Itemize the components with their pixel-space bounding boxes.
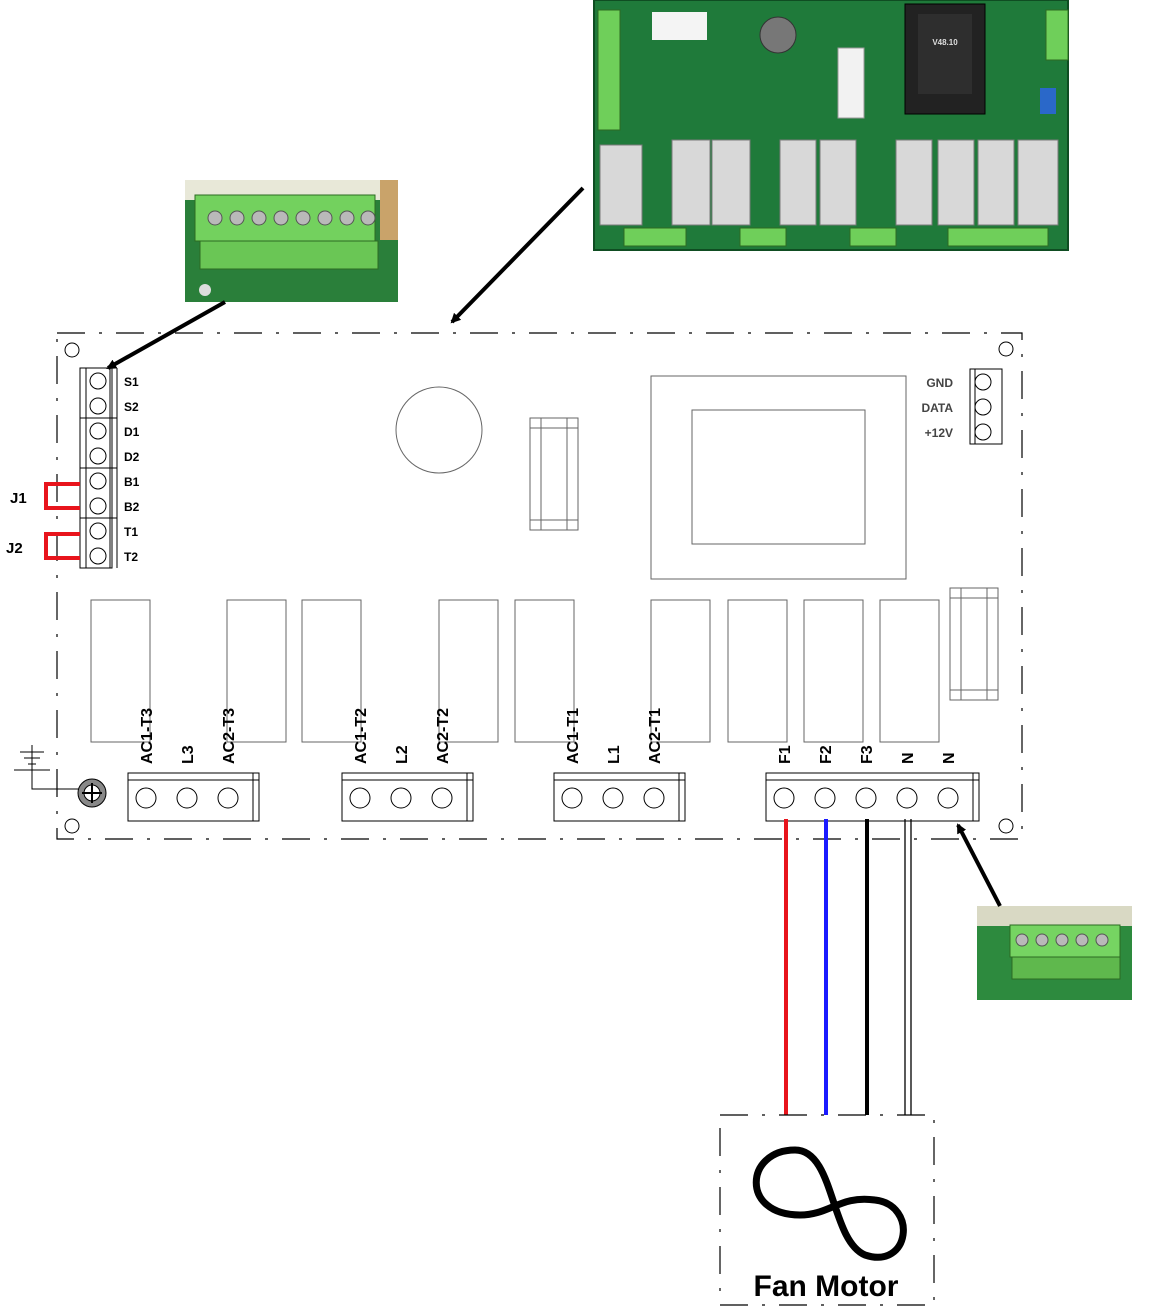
board-components [90, 375, 999, 743]
fan-motor-label: Fan Motor [754, 1270, 899, 1303]
terminal-screw [814, 787, 836, 809]
terminal-screw-t1 [89, 522, 107, 540]
terminal-screw-s1 [89, 372, 107, 390]
capacitor-outline [395, 386, 483, 474]
terminal-screw-b1 [89, 472, 107, 490]
terminal-label: L3 [180, 745, 197, 764]
terminal-label: F1 [777, 745, 794, 764]
terminal-screw [135, 787, 157, 809]
terminal-label: N [941, 752, 958, 764]
terminal-screw-d1 [89, 422, 107, 440]
arrow-to-left-terminal [106, 300, 226, 370]
jumper-label-j2: J2 [6, 540, 23, 557]
board-outline [56, 332, 1023, 840]
terminal-label: L1 [606, 745, 623, 764]
terminal-screw [602, 787, 624, 809]
terminal-label-d2: D2 [124, 450, 140, 464]
terminal-label-b2: B2 [124, 500, 140, 514]
terminal-screw [937, 787, 959, 809]
jumper-j2 [44, 532, 80, 560]
left-connector-photo [185, 180, 398, 302]
terminal-screw-s2 [89, 397, 107, 415]
terminal-label-s2: S2 [124, 400, 139, 414]
fuse-holder [529, 417, 579, 531]
data-terminal-label: GND [926, 376, 953, 390]
terminal-screw [390, 787, 412, 809]
data-terminal-screw [974, 373, 992, 391]
terminal-label: AC1-T3 [139, 708, 156, 764]
ground-screw-icon [77, 778, 107, 808]
terminal-screw [855, 787, 877, 809]
terminal-screw [773, 787, 795, 809]
terminal-label: AC2-T1 [647, 708, 664, 764]
motor-wires [784, 819, 912, 1115]
relay-outlines [90, 599, 940, 743]
jumper-label-j1: J1 [10, 490, 27, 507]
data-terminal-label: +12V [925, 426, 953, 440]
terminal-screw [643, 787, 665, 809]
terminal-screw [176, 787, 198, 809]
fan-motor: Fan Motor [719, 1114, 935, 1306]
terminal-label-t1: T1 [124, 525, 138, 539]
terminal-screw [431, 787, 453, 809]
terminal-label: AC1-T1 [565, 708, 582, 764]
terminal-label: AC2-T3 [221, 708, 238, 764]
data-terminal-block: GND DATA +12V [921, 368, 1003, 445]
terminal-screw [349, 787, 371, 809]
arrow-to-motor-terminal [956, 823, 1002, 907]
terminal-screw [561, 787, 583, 809]
jumpers: J1 J2 [6, 482, 80, 560]
terminal-screw-b2 [89, 497, 107, 515]
fan-motor-icon [752, 1146, 907, 1261]
data-terminal-screw [974, 423, 992, 441]
pcb-overview-photo: V48.10 [593, 0, 1069, 251]
terminal-screw [217, 787, 239, 809]
jumper-j1 [44, 482, 80, 510]
terminal-label-t2: T2 [124, 550, 138, 564]
terminal-label: AC2-T2 [435, 708, 452, 764]
motor-connector-photo [977, 906, 1132, 1000]
terminal-label: F3 [859, 745, 876, 764]
ground-symbol [14, 745, 80, 790]
data-terminal-screw [974, 398, 992, 416]
terminal-label: N [900, 752, 917, 764]
terminal-label-d1: D1 [124, 425, 140, 439]
terminal-label-b1: B1 [124, 475, 140, 489]
terminal-screw-d2 [89, 447, 107, 465]
terminal-screw-t2 [89, 547, 107, 565]
terminal-label: L2 [394, 745, 411, 764]
terminal-label: AC1-T2 [353, 708, 370, 764]
svg-text:V48.10: V48.10 [932, 38, 958, 47]
terminal-label-s1: S1 [124, 375, 139, 389]
terminal-label: F2 [818, 745, 835, 764]
fuse-holder [949, 587, 999, 701]
data-terminal-label: DATA [921, 401, 953, 415]
arrow-to-board [450, 186, 585, 324]
transformer-outline [650, 375, 907, 580]
terminal-screw [896, 787, 918, 809]
terminal-group-4: F1 F2 F3 N N [765, 745, 980, 822]
callout-arrows [106, 186, 1002, 907]
